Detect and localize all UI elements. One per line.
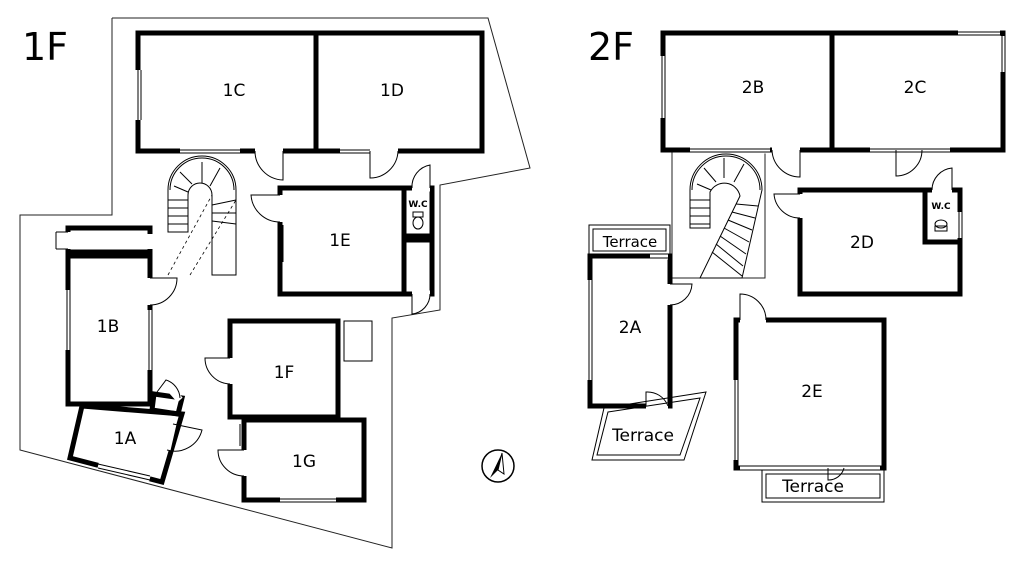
door-1b <box>149 277 178 306</box>
site-boundary-2f <box>671 152 766 279</box>
door-wc-2f <box>931 167 953 191</box>
room-label-1g: 1G <box>292 452 316 472</box>
toilet-icon <box>412 211 424 230</box>
room-label-1d: 1D <box>380 81 404 101</box>
door-2d <box>773 193 801 219</box>
door-storage-1f <box>411 293 431 315</box>
spiral-stair-icon <box>167 155 237 276</box>
door-1g <box>217 449 245 477</box>
room-label-2b: 2B <box>742 78 764 98</box>
door-1f <box>204 357 231 385</box>
door-2e <box>739 293 767 321</box>
wc-label-2f: W.C <box>931 202 951 212</box>
terrace-label-2e: Terrace <box>781 477 844 497</box>
terrace-2e <box>761 469 885 503</box>
door-1e <box>250 194 281 223</box>
terrace-label-2a-south: Terrace <box>611 426 674 446</box>
door-2a <box>669 283 693 306</box>
room-label-1c: 1C <box>223 81 246 101</box>
floor-label-1f: 1F <box>22 25 68 69</box>
terrace-2a-south <box>591 391 707 461</box>
room-label-1b: 1B <box>97 317 119 337</box>
door-1c <box>254 150 284 181</box>
north-arrow-icon <box>481 449 515 483</box>
door-2b <box>771 149 801 178</box>
door-1d <box>369 150 399 179</box>
wc-label-1f: W.C <box>408 200 428 210</box>
room-label-2a: 2A <box>619 318 642 338</box>
door-1a <box>166 423 203 452</box>
site-boundary-1f <box>19 17 531 549</box>
floor-2f: 2F 2B 2C <box>586 25 1007 503</box>
room-1c-1d-walls <box>135 30 485 154</box>
door-wc-1f <box>411 164 431 189</box>
room-label-2e: 2E <box>801 382 823 402</box>
outdoor-unit-1f <box>343 320 373 362</box>
room-label-1a: 1A <box>114 429 137 449</box>
floor-label-2f: 2F <box>588 25 634 69</box>
room-1a-walls <box>67 403 186 486</box>
door-2c <box>895 149 923 177</box>
floor-1f: 1F 1C 1D <box>19 17 531 549</box>
storage-1f-walls <box>401 237 435 297</box>
wc-2f-walls <box>922 190 960 245</box>
room-1b-annex-walls <box>65 225 153 255</box>
room-label-1f: 1F <box>274 363 295 383</box>
terrace-label-2a-north: Terrace <box>602 233 658 251</box>
room-label-2c: 2C <box>904 78 927 98</box>
room-label-1e: 1E <box>329 231 351 251</box>
room-label-2d: 2D <box>850 233 874 253</box>
toilet-icon-2f <box>934 219 948 232</box>
spiral-stair-icon-2f <box>689 153 763 279</box>
door-1a-closet <box>156 379 181 399</box>
